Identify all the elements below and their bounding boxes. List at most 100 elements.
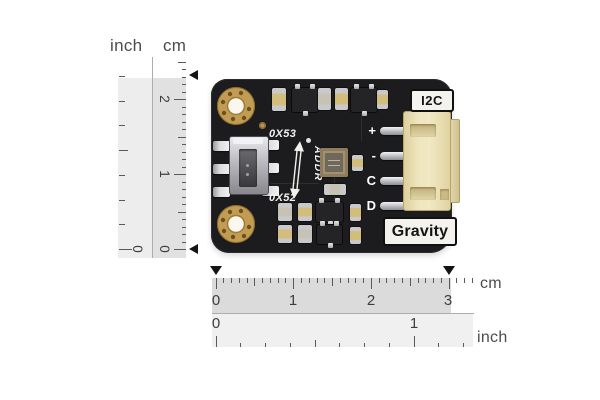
smd-resistor: [335, 88, 348, 110]
ruler-tick: [119, 75, 125, 77]
ruler-tick: [119, 224, 125, 226]
connector-pin: [380, 127, 409, 135]
ruler-tick: [308, 278, 310, 283]
smd-resistor: [352, 155, 363, 171]
ruler-tick: [181, 129, 186, 130]
board-top-marker-icon: [189, 70, 198, 80]
ruler-tick: [181, 159, 186, 160]
ruler-tick: [181, 196, 186, 198]
ruler-tick: [246, 278, 248, 283]
vertical-cm-number: 0: [157, 245, 173, 253]
smd-resistor: [350, 227, 361, 244]
ruler-tick: [181, 226, 186, 228]
ruler-tick: [339, 342, 341, 347]
switch-pin: [262, 140, 279, 150]
mounting-hole: [217, 87, 255, 125]
ruler-tick: [174, 249, 186, 250]
ruler-tick: [314, 340, 316, 347]
horizontal-cm-number: 2: [366, 292, 376, 309]
pcb-trace: [361, 101, 362, 141]
pin-label-data: D: [366, 198, 376, 213]
vertical-ruler-divider: [152, 57, 153, 258]
ruler-tick: [438, 342, 440, 347]
ruler-tick: [181, 114, 186, 115]
board-left-marker-icon: [210, 266, 222, 275]
ruler-tick: [174, 99, 186, 100]
sensor-chip: [320, 148, 348, 177]
ruler-tick: [386, 278, 388, 283]
smd-transistor: [292, 84, 318, 116]
board-bottom-marker-icon: [189, 244, 198, 254]
ruler-tick: [181, 69, 186, 70]
ruler-tick: [119, 174, 125, 176]
smd-resistor: [298, 225, 312, 243]
connector-notch: [410, 187, 436, 200]
smd-resistor: [324, 184, 346, 195]
horizontal-inch-number: 0: [211, 315, 221, 332]
vertical-ruler-cm-unit: cm: [163, 36, 187, 55]
ruler-tick: [181, 76, 186, 78]
gravity-label: Gravity: [383, 217, 457, 246]
ruler-tick: [440, 278, 442, 283]
smd-resistor: [298, 203, 312, 221]
ruler-tick: [119, 249, 132, 250]
ruler-tick: [471, 278, 473, 283]
ruler-tick: [463, 342, 464, 347]
ruler-tick: [413, 336, 415, 347]
ruler-tick: [370, 278, 372, 289]
ruler-tick: [119, 125, 125, 127]
switch-slider: [239, 149, 257, 187]
board-right-marker-icon: [443, 266, 455, 275]
ruler-tick: [285, 278, 287, 283]
ruler-tick: [364, 342, 365, 347]
ruler-tick: [394, 278, 396, 283]
pin-label-minus: -: [371, 148, 376, 163]
ruler-tick: [425, 278, 427, 283]
horizontal-inch-number: 1: [409, 315, 419, 332]
connector-pin: [380, 177, 409, 185]
ruler-tick: [289, 342, 291, 347]
smd-resistor: [278, 225, 292, 243]
via-pad: [259, 122, 266, 129]
ruler-tick: [316, 278, 318, 283]
ruler-tick: [181, 121, 186, 123]
vertical-cm-number: 1: [157, 170, 173, 178]
ruler-tick: [332, 278, 334, 286]
ruler-tick: [178, 211, 186, 213]
ruler-tick: [215, 278, 217, 289]
ruler-tick: [269, 278, 271, 283]
ruler-tick: [119, 199, 125, 201]
ruler-tick: [181, 181, 186, 183]
ruler-tick: [378, 278, 380, 283]
vertical-inch-band: [118, 78, 152, 258]
switch-pin: [213, 187, 230, 197]
ruler-tick: [433, 278, 435, 283]
ruler-tick: [181, 219, 186, 220]
horizontal-cm-number: 1: [288, 292, 298, 309]
smd-resistor: [350, 204, 361, 221]
pin-label-clock: C: [366, 173, 376, 188]
horizontal-cm-number: 3: [443, 292, 453, 309]
connector-pin: [380, 202, 409, 210]
vertical-ruler-inch-unit: inch: [110, 36, 143, 55]
addr-value-0x53: 0X53: [269, 128, 297, 140]
vertical-cm-number: 2: [157, 95, 173, 103]
smd-resistor: [318, 88, 331, 110]
ruler-tick: [448, 278, 450, 289]
ruler-tick: [178, 61, 186, 63]
ruler-tick: [181, 144, 186, 145]
switch-pin: [262, 186, 279, 196]
ruler-tick: [363, 278, 365, 283]
connector-pin: [380, 152, 409, 160]
horizontal-cm-number: 0: [211, 292, 221, 309]
ruler-tick: [262, 278, 264, 283]
vertical-cm-band: [152, 78, 186, 258]
switch-dot: [246, 164, 249, 167]
ruler-tick: [223, 278, 225, 283]
ruler-tick: [174, 174, 186, 175]
smd-transistor: [317, 221, 342, 248]
ruler-tick: [388, 342, 390, 347]
ruler-tick: [417, 278, 419, 283]
ruler-tick: [181, 151, 186, 153]
chip-marking: [328, 165, 340, 166]
